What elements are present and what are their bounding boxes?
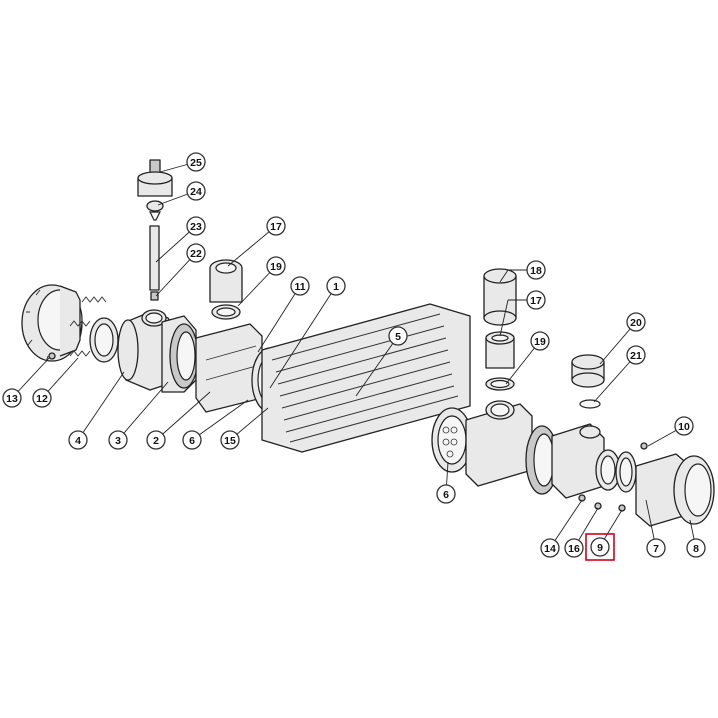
callout-12: 11 [290, 276, 310, 296]
left-o-ring [89, 317, 119, 363]
callout-25: 22 [186, 243, 206, 263]
svg-text:23: 23 [190, 221, 202, 233]
svg-text:6: 6 [443, 489, 449, 501]
callout-4: 4 [68, 430, 88, 450]
callout-19-left: 19 [266, 256, 286, 276]
callout-5: 5 [388, 326, 408, 346]
right-flange [525, 425, 559, 495]
svg-text:22: 22 [190, 248, 202, 260]
right-end-housing [465, 400, 533, 487]
leader-lines [11, 161, 697, 549]
left-union-nut [21, 284, 83, 363]
callout-19-right: 19 [530, 331, 550, 351]
svg-text:2: 2 [153, 435, 159, 447]
svg-text:17: 17 [270, 221, 282, 233]
callout-20: 20 [626, 312, 646, 332]
svg-text:12: 12 [36, 393, 48, 405]
svg-text:25: 25 [190, 157, 202, 169]
callout-6-left: 6 [182, 430, 202, 450]
callout-9[interactable]: 9 [585, 533, 615, 561]
svg-text:19: 19 [270, 261, 282, 273]
callout-3: 3 [108, 430, 128, 450]
svg-text:17: 17 [530, 295, 542, 307]
svg-text:13: 13 [6, 393, 18, 405]
left-springs [48, 296, 107, 360]
svg-text:11: 11 [294, 281, 305, 293]
callout-22: 25 [186, 152, 206, 172]
svg-text:5: 5 [395, 331, 401, 343]
left-check-valve [209, 259, 243, 320]
right-tail-piece [551, 423, 621, 510]
callout-21: 21 [626, 345, 646, 365]
callout-17-left: 17 [266, 216, 286, 236]
callout-10: 10 [674, 416, 694, 436]
cap-and-disc [571, 354, 605, 409]
callout-24: 23 [186, 216, 206, 236]
left-flange [161, 315, 199, 393]
svg-text:4: 4 [75, 435, 81, 447]
callout-17-right: 17 [508, 290, 546, 310]
svg-text:7: 7 [653, 543, 659, 555]
svg-text:14: 14 [544, 543, 556, 555]
svg-text:19: 19 [534, 336, 546, 348]
callout-16: 16 [564, 538, 584, 558]
right-union-assembly [615, 442, 715, 527]
callout-14: 13 [2, 388, 22, 408]
callout-1: 1 [326, 276, 346, 296]
left-end-housing [195, 323, 263, 413]
right-check-valve [483, 268, 517, 391]
svg-text:3: 3 [115, 435, 121, 447]
svg-text:9: 9 [597, 542, 603, 554]
svg-text:21: 21 [630, 350, 642, 362]
svg-text:1: 1 [333, 281, 339, 293]
svg-text:24: 24 [190, 186, 202, 198]
svg-text:8: 8 [693, 543, 699, 555]
callout-8: 8 [686, 538, 706, 558]
callout-15: 14 [540, 538, 560, 558]
callout-2: 2 [146, 430, 166, 450]
svg-text:18: 18 [530, 265, 542, 277]
svg-text:16: 16 [568, 543, 580, 555]
callout-11: 15 [220, 430, 240, 450]
finned-shell-body [261, 303, 471, 453]
callout-7: 7 [646, 538, 666, 558]
svg-text:6: 6 [189, 435, 195, 447]
svg-text:10: 10 [678, 421, 690, 433]
callout-23: 24 [186, 181, 206, 201]
callout-13: 12 [32, 388, 52, 408]
callout-6-right: 6 [436, 484, 456, 504]
callout-18: 18 [508, 260, 546, 280]
svg-text:15: 15 [224, 435, 236, 447]
top-sensor-assembly [137, 159, 173, 301]
svg-text:20: 20 [630, 317, 642, 329]
